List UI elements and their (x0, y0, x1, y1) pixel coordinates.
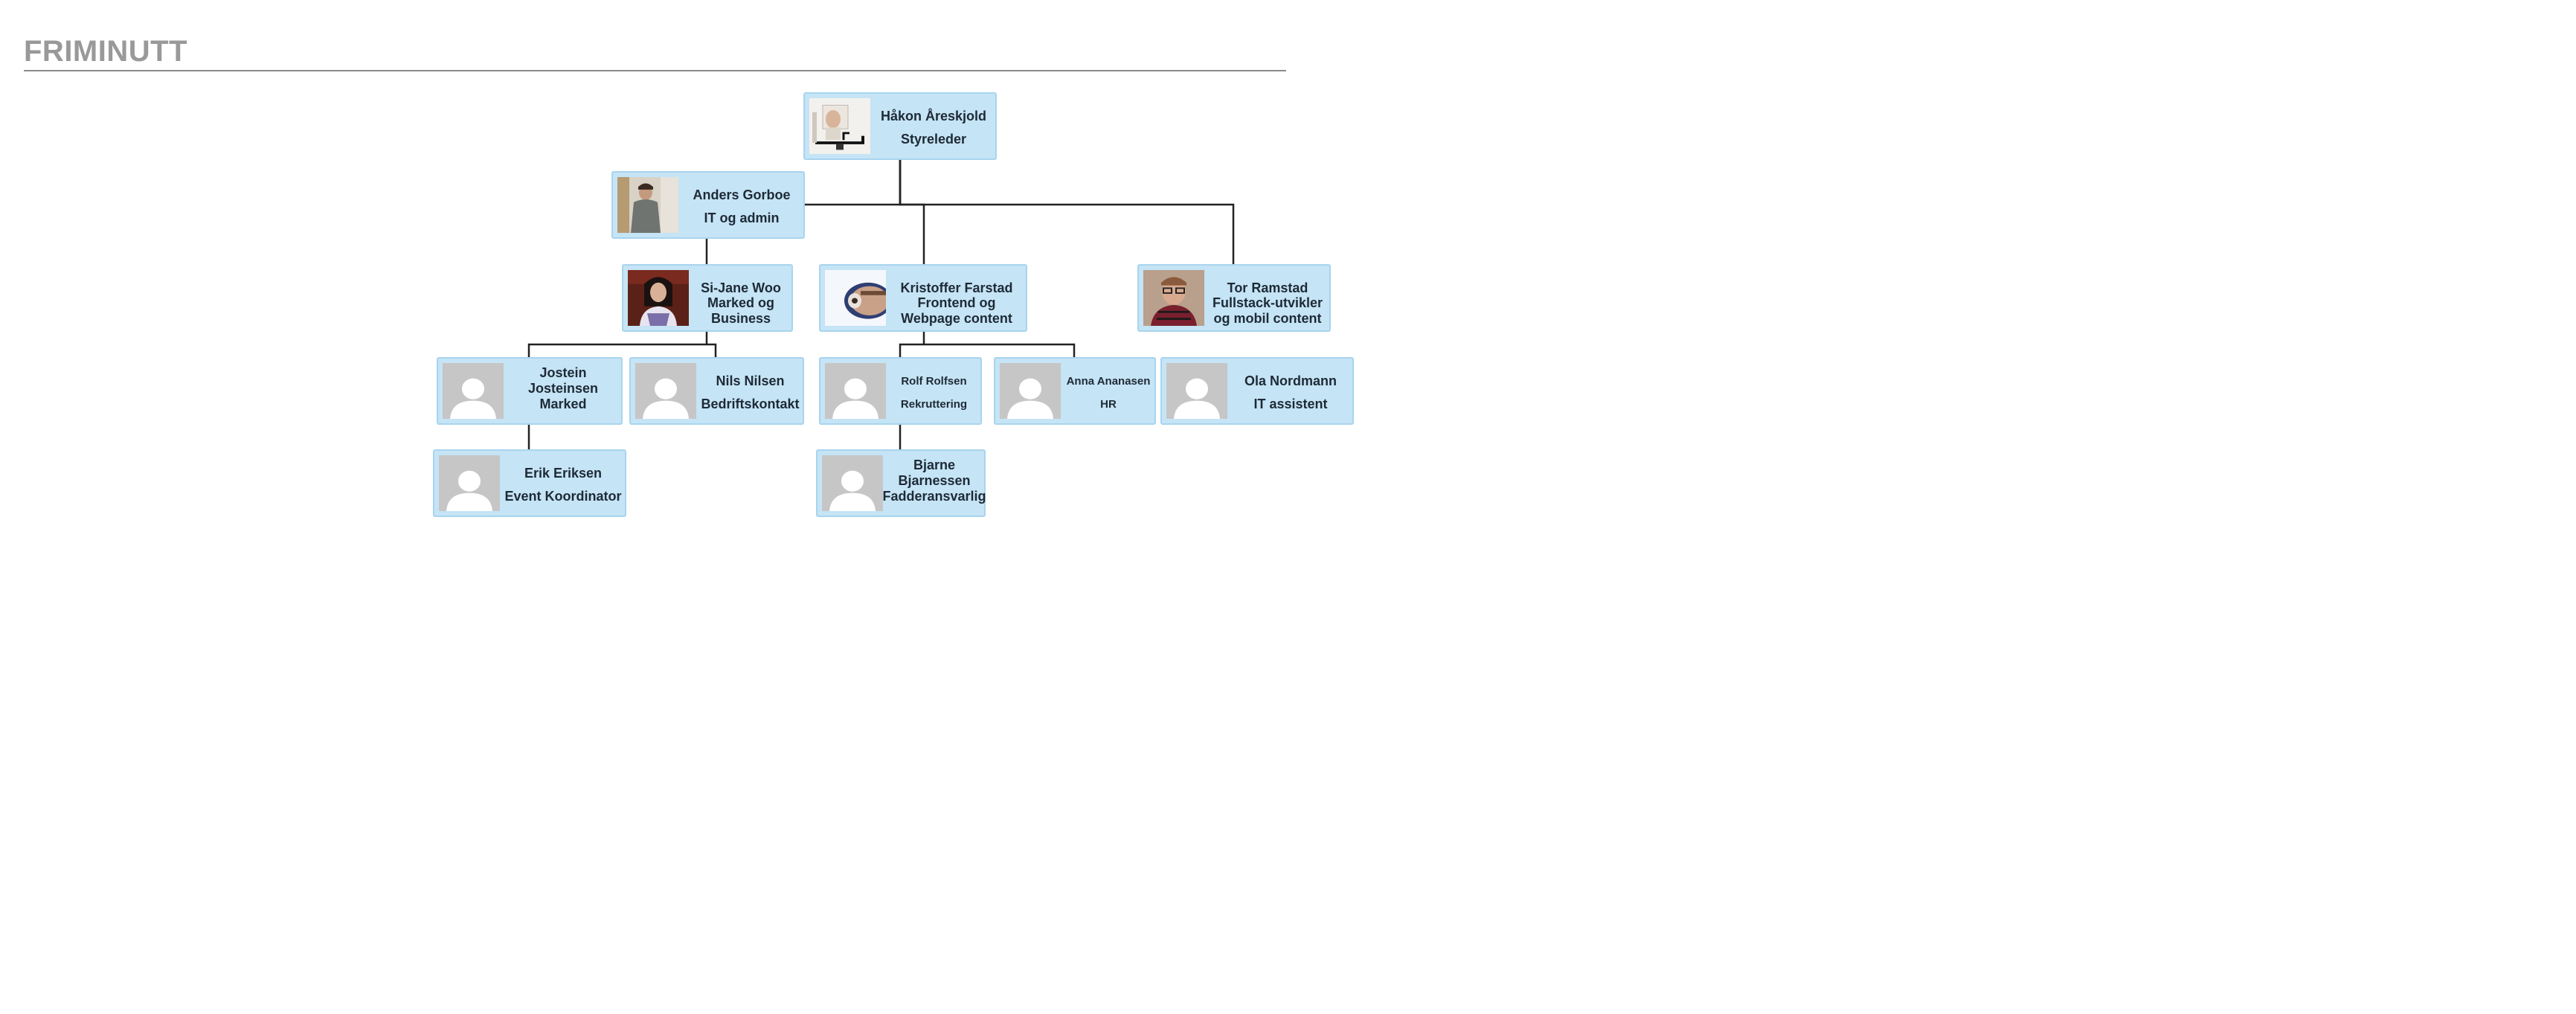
sijane-photo (628, 270, 689, 326)
hakon-name: Håkon Åreskjold (880, 108, 987, 123)
tor-name: Tor Ramstad (1227, 280, 1308, 295)
node-nils[interactable]: Nils Nilsen Bedriftskontakt (629, 357, 804, 425)
erik-role: Event Koordinator (504, 488, 622, 504)
kristoffer-photo (825, 270, 886, 326)
node-tor[interactable]: Tor Ramstad Fullstack-utvikler og mobil … (1137, 264, 1331, 332)
connector-hakon-kristoffer (899, 158, 925, 264)
ola-role: IT assistent (1253, 396, 1328, 411)
node-ola[interactable]: Ola Nordmann IT assistent (1160, 357, 1354, 425)
anders-photo (617, 177, 678, 233)
bjarne-name: Bjarne Bjarnessen (898, 458, 971, 488)
node-bjarne[interactable]: Bjarne Bjarnessen Fadderansvarlig (816, 449, 986, 517)
tor-role: Fullstack-utvikler og mobil content (1212, 295, 1323, 326)
node-sijane[interactable]: Si-Jane Woo Marked og Business (622, 264, 793, 332)
anders-role: IT og admin (704, 210, 780, 225)
kristoffer-name: Kristoffer Farstad (900, 280, 1013, 295)
rolf-role: Rekruttering (900, 397, 968, 411)
hakon-role: Styreleder (900, 131, 967, 147)
page-title: FRIMINUTT (24, 35, 188, 68)
jostein-role: Marked (539, 396, 587, 411)
node-anna[interactable]: Anna Ananasen HR (994, 357, 1156, 425)
avatar-placeholder-icon (1000, 363, 1061, 419)
erik-name: Erik Eriksen (524, 465, 603, 481)
sijane-role: Marked og Business (707, 295, 775, 326)
node-kristoffer[interactable]: Kristoffer Farstad Frontend og Webpage c… (819, 264, 1027, 332)
connector-sijane-nils (707, 343, 717, 357)
bjarne-role: Fadderansvarlig (882, 488, 986, 504)
sijane-name: Si-Jane Woo (701, 280, 781, 295)
connector-kristoffer-rolf (899, 331, 925, 357)
connector-hakon-anders (805, 158, 902, 206)
node-anders[interactable]: Anders Gorboe IT og admin (611, 171, 805, 239)
node-jostein[interactable]: Jostein Josteinsen Marked (437, 357, 623, 425)
kristoffer-role: Frontend og Webpage content (901, 295, 1012, 326)
node-hakon[interactable]: Håkon Åreskjold Styreleder (803, 92, 997, 160)
rolf-name: Rolf Rolfsen (901, 374, 967, 388)
node-rolf[interactable]: Rolf Rolfsen Rekruttering (819, 357, 982, 425)
ola-name: Ola Nordmann (1244, 373, 1337, 388)
tor-photo (1143, 270, 1204, 326)
anna-role: HR (1100, 397, 1117, 411)
hakon-photo (809, 98, 870, 154)
avatar-placeholder-icon (822, 455, 883, 511)
avatar-placeholder-icon (635, 363, 696, 419)
nils-role: Bedriftskontakt (701, 396, 800, 411)
connector-kristoffer-anna (924, 343, 1076, 357)
title-divider (24, 70, 1286, 71)
nils-name: Nils Nilsen (716, 373, 785, 388)
jostein-name: Jostein Josteinsen (527, 365, 599, 396)
avatar-placeholder-icon (443, 363, 504, 419)
header: FRIMINUTT (24, 31, 1286, 71)
anna-name: Anna Ananasen (1066, 374, 1151, 388)
avatar-placeholder-icon (439, 455, 500, 511)
avatar-placeholder-icon (825, 363, 886, 419)
avatar-placeholder-icon (1166, 363, 1227, 419)
node-erik[interactable]: Erik Eriksen Event Koordinator (433, 449, 626, 517)
connector-hakon-tor (899, 158, 1235, 264)
connector-sijane-jostein (527, 331, 708, 357)
anders-name: Anders Gorboe (693, 187, 791, 202)
